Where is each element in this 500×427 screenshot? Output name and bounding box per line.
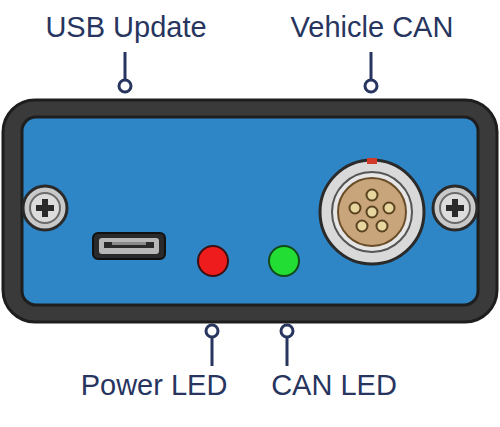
can-connector <box>320 158 424 264</box>
callout-label: Power LED <box>81 370 228 402</box>
callout-label: USB Update <box>45 12 206 44</box>
callout-label: CAN LED <box>271 370 397 402</box>
screw <box>433 186 477 230</box>
micro-usb-port <box>93 233 165 259</box>
can-led <box>269 246 299 276</box>
front-plate <box>22 117 478 305</box>
housing <box>3 100 497 322</box>
screw <box>23 186 67 230</box>
callout-label: Vehicle CAN <box>291 12 454 44</box>
power-led <box>198 246 228 276</box>
